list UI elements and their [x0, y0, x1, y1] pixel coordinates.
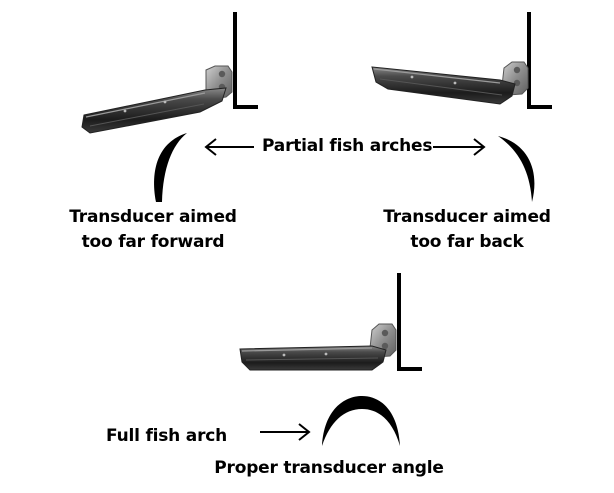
back-caption-line1: Transducer aimed [383, 207, 551, 227]
arrow-to-forward-arch-icon [204, 138, 254, 156]
back-caption-line2: too far back [410, 232, 524, 252]
full-arch-icon [322, 396, 400, 446]
arrow-to-full-arch-icon [260, 423, 311, 441]
proper-angle-caption: Proper transducer angle [214, 458, 444, 478]
transom-proper [397, 273, 422, 371]
forward-caption-line2: too far forward [81, 232, 225, 252]
forward-caption-line1: Transducer aimed [69, 207, 237, 227]
transducer-back [371, 12, 552, 109]
transducer-proper [239, 273, 422, 371]
transducer-body-forward-icon [81, 87, 227, 134]
arrow-to-back-arch-icon [433, 138, 486, 156]
transom-back [527, 12, 552, 109]
transom-forward [233, 12, 258, 109]
partial-arches-label: Partial fish arches [262, 136, 433, 156]
transducer-forward [81, 12, 258, 134]
partial-arch-forward-icon [154, 133, 187, 202]
partial-arch-back-icon [498, 136, 535, 202]
transducer-body-proper-icon [239, 345, 387, 371]
transducer-body-back-icon [371, 66, 516, 105]
full-arch-label: Full fish arch [106, 426, 228, 446]
